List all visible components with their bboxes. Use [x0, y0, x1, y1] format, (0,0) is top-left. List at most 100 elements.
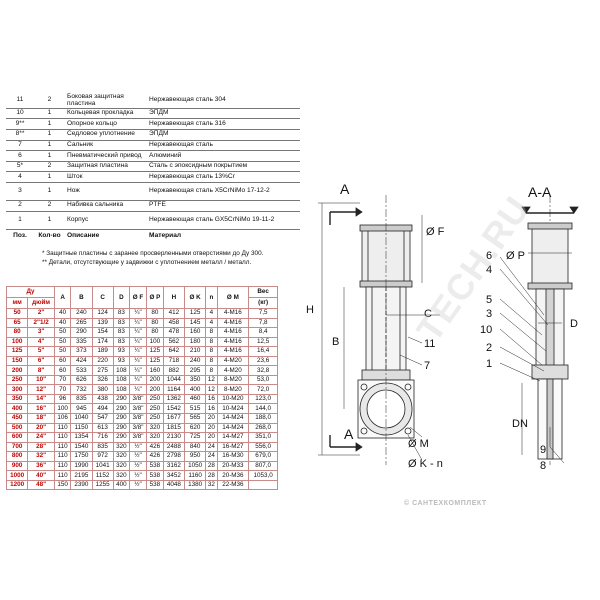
- dims-cell: 642: [162, 346, 186, 357]
- dims-cell: 240: [70, 308, 93, 319]
- dims-cell: 478: [162, 327, 186, 338]
- dims-cell: 320: [112, 460, 131, 472]
- parts-cell-mat: ЭПДМ: [147, 108, 300, 120]
- callout-4: 4: [486, 264, 492, 276]
- dims-cell: 3452: [162, 470, 186, 481]
- parts-cell-desc: Защитная пластина: [65, 161, 147, 173]
- callout-10: 10: [480, 324, 492, 336]
- dims-cell: 4-M16: [216, 317, 250, 329]
- dims-cell: 200: [145, 374, 164, 386]
- parts-cell-pos: 5*: [6, 161, 34, 173]
- dims-cell: 1380: [183, 479, 207, 491]
- dims-cell: ¼": [129, 317, 147, 329]
- dims-cell: 4-M16: [216, 336, 250, 348]
- dims-cell: 320: [145, 432, 164, 443]
- label-section-a-bottom: A: [344, 426, 354, 442]
- dims-cell: 950: [183, 451, 207, 462]
- dims-cell: 40": [27, 470, 55, 481]
- dims-cell: 93: [112, 355, 131, 367]
- parts-cell-desc: Пневматический привод: [65, 150, 147, 162]
- parts-cell-qty: 1: [34, 211, 65, 230]
- col-m: Ø M: [216, 286, 250, 309]
- dims-cell: 679,0: [248, 451, 278, 462]
- dims-cell: 96: [53, 393, 72, 405]
- parts-cell-mat: Нержавеющая сталь 304: [147, 94, 300, 109]
- label-f: Ø F: [426, 226, 445, 238]
- dims-cell: 8": [27, 365, 55, 376]
- parts-cell-desc: Сальник: [65, 140, 147, 152]
- dims-cell: 10-M20: [216, 393, 250, 405]
- dims-cell: 400: [183, 384, 207, 395]
- parts-cell-qty: 2: [34, 94, 65, 109]
- label-d: D: [570, 318, 578, 330]
- dims-cell: ¼": [129, 336, 147, 348]
- dims-cell: 326: [91, 374, 114, 386]
- parts-header-mat: Материал: [149, 232, 182, 240]
- dims-cell: 10-M24: [216, 403, 250, 414]
- dims-cell: 290: [112, 403, 131, 414]
- dims-cell: 160: [145, 365, 164, 376]
- parts-cell-desc: Кольцевая прокладка: [65, 108, 147, 120]
- callout-2: 2: [486, 342, 492, 354]
- parts-cell-pos: 8**: [6, 129, 34, 141]
- dims-cell: 1053,0: [248, 470, 278, 481]
- dims-cell: 3162: [162, 460, 186, 472]
- dims-cell: 18": [27, 413, 55, 424]
- dims-cell: 100: [5, 336, 29, 348]
- dims-cell: 290: [112, 413, 131, 424]
- parts-cell-desc: Опорное кольцо: [65, 118, 147, 131]
- dims-cell: 12: [205, 384, 218, 395]
- label-section-aa: A-A: [528, 184, 552, 200]
- dims-cell: 10": [27, 374, 55, 386]
- dims-cell: 1255: [91, 479, 114, 491]
- dims-cell: 24": [27, 432, 55, 443]
- dims-cell: 1152: [91, 470, 114, 481]
- callout-11: 11: [424, 338, 435, 350]
- dims-cell: 250: [145, 413, 164, 424]
- dims-cell: 562: [162, 336, 186, 348]
- footer-watermark: © САНТЕХКОМПЛЕКТ: [404, 500, 487, 507]
- dims-cell: 1362: [162, 393, 186, 405]
- col-n: n: [205, 286, 218, 309]
- dims-cell: 380: [91, 384, 114, 395]
- parts-cell-mat: Сталь с эпоксидным покрытием: [147, 161, 300, 173]
- dims-cell: ¼": [129, 346, 147, 357]
- dims-cell: 613: [91, 422, 114, 434]
- dims-cell: 188,0: [248, 413, 278, 424]
- dims-cell: 350: [5, 393, 29, 405]
- dims-cell: 290: [112, 393, 131, 405]
- dims-cell: 3/8": [129, 413, 147, 424]
- dims-cell: 108: [112, 384, 131, 395]
- parts-cell-qty: 1: [34, 140, 65, 152]
- notes: * Защитные пластины с заранее просверлен…: [42, 250, 263, 267]
- parts-cell-qty: 2: [34, 161, 65, 173]
- dims-cell: ¼": [129, 355, 147, 367]
- dims-cell: 725: [183, 432, 207, 443]
- parts-header-qty: Кол-во: [38, 232, 61, 240]
- dims-cell: 110: [53, 470, 72, 481]
- dims-cell: 3/8": [129, 393, 147, 405]
- parts-cell-desc: Шток: [65, 171, 147, 183]
- parts-cell-desc: Корпус: [65, 211, 147, 230]
- dims-cell: 110: [53, 432, 72, 443]
- dims-cell: 3/8": [129, 422, 147, 434]
- section-view: [499, 195, 579, 465]
- parts-cell-mat: PTFE: [147, 200, 300, 212]
- dims-cell: 125: [183, 308, 207, 319]
- dims-cell: 8-M20: [216, 384, 250, 395]
- dims-cell: 700: [5, 441, 29, 453]
- dims-cell: 835: [70, 393, 93, 405]
- dims-cell: 24: [205, 451, 218, 462]
- dims-cell: 320: [145, 422, 164, 434]
- parts-cell-pos: 9**: [6, 118, 34, 131]
- dims-cell: 40: [53, 308, 72, 319]
- dims-cell: ½": [129, 441, 147, 453]
- dims-cell: 1750: [70, 451, 93, 462]
